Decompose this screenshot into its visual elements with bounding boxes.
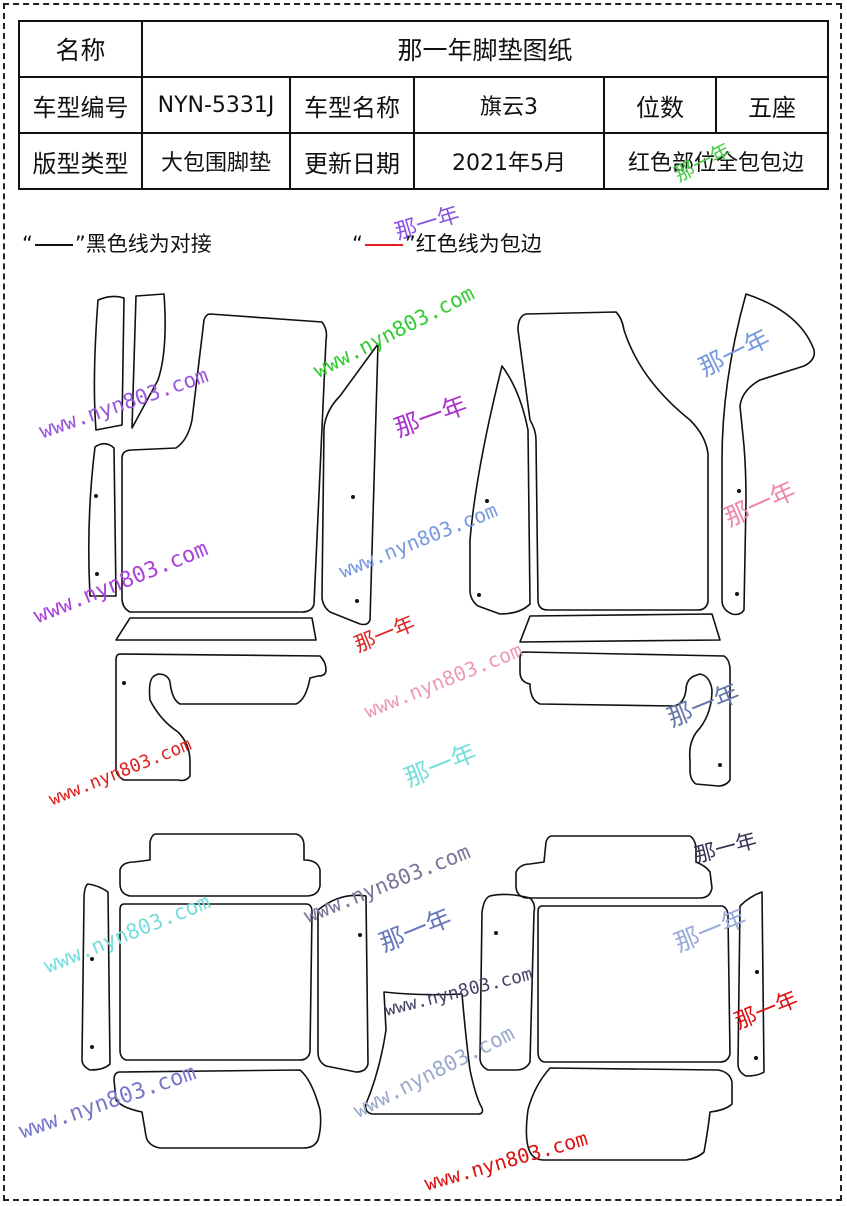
name-value: 那一年脚垫图纸 <box>141 20 829 78</box>
front-right-main-mat <box>517 311 709 611</box>
legend-red: “ ”红色线为包边 <box>352 228 542 258</box>
hole <box>355 599 359 603</box>
front-left-step <box>115 617 317 641</box>
rear-right-bottom-bar <box>525 1067 733 1161</box>
front-left-lower-mat <box>115 653 327 782</box>
hole <box>718 763 722 767</box>
hole <box>351 495 355 499</box>
seats-value: 五座 <box>715 76 829 134</box>
legend-black-text: ”黑色线为对接 <box>74 232 212 256</box>
rear-left-top-bar <box>119 833 321 897</box>
info-table: 名称 那一年脚垫图纸 车型编号 NYN-5331J 车型名称 旗云3 位数 五座… <box>18 20 829 190</box>
seats-label: 位数 <box>603 76 717 134</box>
rear-left-right-strip <box>317 894 369 1073</box>
front-right-step <box>519 613 721 643</box>
front-right-lower-mat <box>519 651 731 787</box>
hole <box>122 681 126 685</box>
black-line-sample <box>34 244 73 246</box>
hole <box>358 933 362 937</box>
hole <box>90 957 94 961</box>
rear-left-side-strip <box>81 883 111 1071</box>
front-left-right-strip <box>321 343 379 626</box>
model-name-value: 旗云3 <box>413 76 605 134</box>
legend-black-open: “ <box>22 232 33 256</box>
hole <box>94 494 98 498</box>
type-value: 大包围脚垫 <box>141 132 291 190</box>
hole <box>494 931 498 935</box>
hole <box>95 572 99 576</box>
punch-holes <box>90 489 759 1060</box>
rear-left-bottom-bar <box>113 1069 322 1149</box>
rear-right-left-strip <box>479 893 536 1071</box>
legend-red-open: “ <box>352 232 363 256</box>
front-right-side-strip <box>721 293 816 616</box>
date-value: 2021年5月 <box>413 132 605 190</box>
rear-right-top-bar <box>515 835 713 899</box>
front-left-main-mat <box>121 313 328 613</box>
rear-right-main-mat <box>537 905 731 1063</box>
front-left-tall-strip <box>131 293 166 429</box>
rear-center-hump <box>364 991 484 1115</box>
hole <box>754 1056 758 1060</box>
hole <box>735 592 739 596</box>
red-line-sample <box>364 244 403 246</box>
front-left-pillar-strip <box>93 295 125 431</box>
legend-black: “ ”黑色线为对接 <box>22 228 212 258</box>
hole <box>477 593 481 597</box>
hole <box>90 1045 94 1049</box>
model-name-label: 车型名称 <box>289 76 415 134</box>
edge-value: 红色部位全包包边 <box>603 132 829 190</box>
hole <box>737 489 741 493</box>
front-left-side-strip <box>87 442 117 597</box>
rear-left-main-mat <box>119 903 313 1061</box>
date-label: 更新日期 <box>289 132 415 190</box>
rear-right-side-strip <box>737 891 765 1077</box>
legend-red-text: ”红色线为包边 <box>404 232 542 256</box>
model-no-label: 车型编号 <box>18 76 143 134</box>
page-border <box>3 3 842 1201</box>
model-no-value: NYN-5331J <box>141 76 291 134</box>
type-label: 版型类型 <box>18 132 143 190</box>
hole <box>755 970 759 974</box>
front-right-pillar-strip <box>469 365 531 615</box>
hole <box>485 499 489 503</box>
name-label: 名称 <box>18 20 143 78</box>
